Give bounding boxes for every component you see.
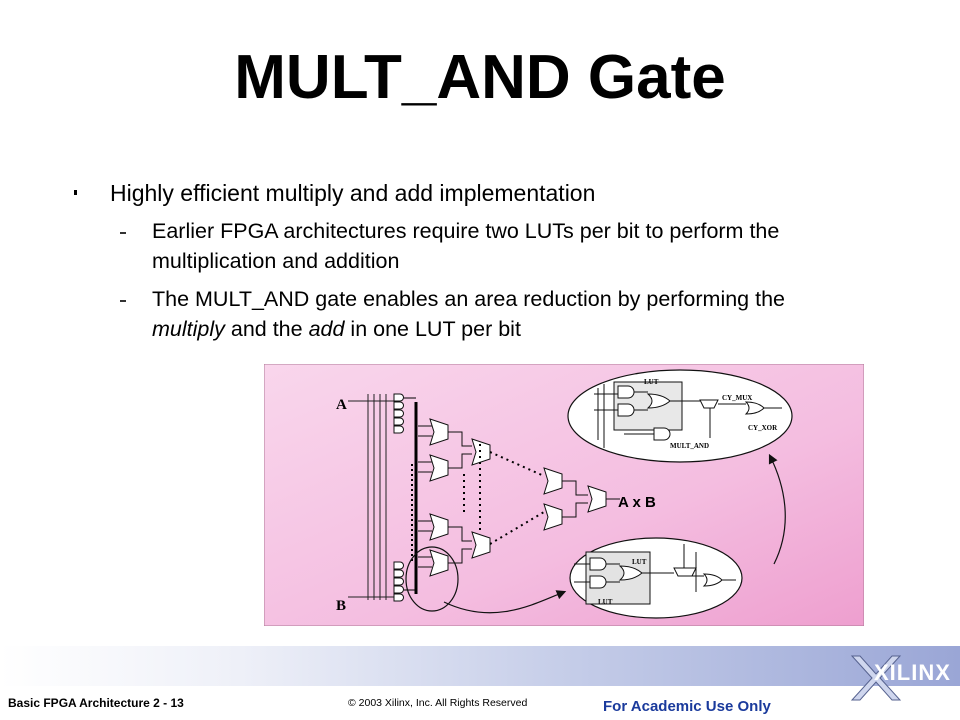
mult-and-label: MULT_AND xyxy=(670,442,709,450)
emphasis-add: add xyxy=(308,317,345,341)
dotted-interconnect xyxy=(463,444,545,545)
bullet-item: Highly efficient multiply and add implem… xyxy=(72,178,832,208)
selected-bits-ellipse xyxy=(405,546,459,612)
bullet-text: Highly efficient multiply and add implem… xyxy=(110,180,596,206)
xilinx-x-icon xyxy=(850,655,902,701)
footer-academic-notice: For Academic Use Only xyxy=(603,698,771,715)
subbullet-text-start: The MULT_AND gate enables an area reduct… xyxy=(152,287,786,311)
cy-mux-label: CY_MUX xyxy=(722,394,752,402)
multiplier-diagram: A B xyxy=(264,364,864,626)
adder-stage-1 xyxy=(429,418,449,577)
emphasis-multiply: multiply xyxy=(152,317,225,341)
input-bus-lines xyxy=(348,394,396,600)
xilinx-logo xyxy=(850,655,902,701)
subbullet-text: Earlier FPGA architectures require two L… xyxy=(152,219,780,273)
adder-stage-3 xyxy=(543,467,607,531)
subbullet-item: Earlier FPGA architectures require two L… xyxy=(72,216,832,276)
input-b-label: B xyxy=(336,598,346,614)
footer-band xyxy=(0,646,960,686)
xilinx-logo-text: XILINX xyxy=(874,660,951,685)
subbullet-marker xyxy=(120,300,126,302)
bottom-lut-circuit xyxy=(574,544,736,605)
input-a-label: A xyxy=(336,397,347,413)
subbullet-item: The MULT_AND gate enables an area reduct… xyxy=(72,284,832,344)
bottom-lut-outer-label: LUT xyxy=(598,598,613,606)
subbullet-text-middle: and the xyxy=(224,317,309,341)
bullet-list: Highly efficient multiply and add implem… xyxy=(72,178,832,352)
slide-title: MULT_AND Gate xyxy=(234,43,726,112)
and-gate-column xyxy=(393,393,404,602)
bottom-lut-inner-label: LUT xyxy=(632,558,647,566)
footer-copyright: © 2003 Xilinx, Inc. All Rights Reserved xyxy=(348,697,528,709)
subbullet-marker xyxy=(120,232,126,234)
top-lut-label: LUT xyxy=(644,378,659,386)
bullet-marker xyxy=(74,190,77,195)
top-lut-circuit xyxy=(594,381,782,448)
cy-xor-label: CY_XOR xyxy=(748,424,778,432)
partial-product-bus xyxy=(404,397,418,594)
to-top-lut-arrow xyxy=(768,453,786,565)
product-label: A x B xyxy=(618,494,656,511)
subbullet-text-end: in one LUT per bit xyxy=(344,317,521,341)
footer-course-title: Basic FPGA Architecture 2 - 13 xyxy=(8,696,184,710)
to-bottom-lut-arrow xyxy=(443,590,567,614)
